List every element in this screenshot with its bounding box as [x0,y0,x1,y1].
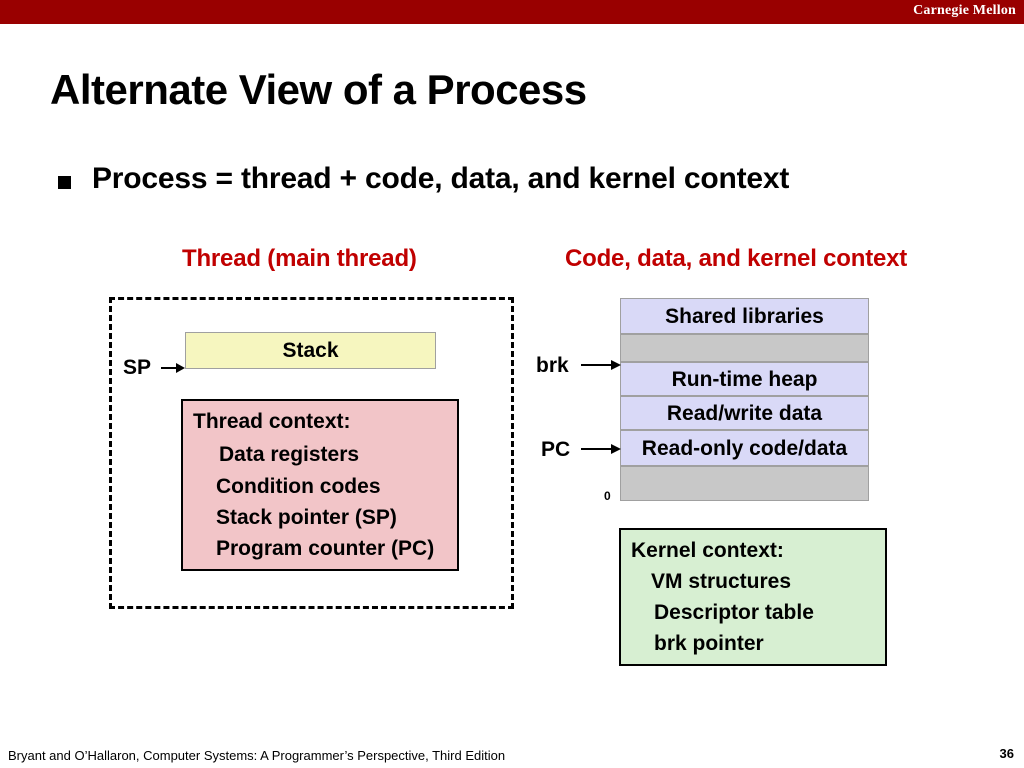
kernel-context-item: Descriptor table [654,601,814,624]
sp-label: SP [123,356,152,379]
memory-segment: Read/write data [620,396,869,430]
pc-label: PC [541,438,571,461]
footer-citation: Bryant and O’Hallaron, Computer Systems:… [8,748,506,763]
context-heading: Code, data, and kernel context [565,245,908,272]
kernel-context-title: Kernel context: [631,539,784,562]
bullet-square-icon [58,176,71,189]
header-bar: Carnegie Mellon [0,0,1024,24]
memory-segment [620,466,869,501]
thread-dashed-box [109,297,514,609]
pc-arrow-icon [581,444,621,454]
memory-segment: Read-only code/data [620,430,869,466]
thread-context-item: Stack pointer (SP) [216,506,397,529]
address-zero-label: 0 [604,489,611,503]
thread-heading: Thread (main thread) [182,245,417,272]
thread-context-item: Condition codes [216,475,381,498]
thread-context-item: Data registers [219,443,360,466]
memory-segment [620,334,869,362]
thread-context-item: Program counter (PC) [216,537,435,560]
thread-context-title: Thread context: [193,410,351,433]
thread-context-box: Thread context: Data registers Condition… [181,399,459,571]
bullet-text: Process = thread + code, data, and kerne… [92,162,790,195]
stack-box: Stack [185,332,436,369]
brk-label: brk [536,354,569,377]
brand-label: Carnegie Mellon [913,3,1016,18]
kernel-context-item: brk pointer [654,632,764,655]
memory-segment: Shared libraries [620,298,869,334]
sp-arrow-icon [161,363,185,373]
page-number: 36 [999,746,1014,761]
memory-segment: Run-time heap [620,362,869,396]
kernel-context-item: VM structures [651,570,792,593]
kernel-context-box: Kernel context: VM structures Descriptor… [619,528,887,666]
slide-title: Alternate View of a Process [50,66,587,113]
brk-arrow-icon [581,360,621,370]
